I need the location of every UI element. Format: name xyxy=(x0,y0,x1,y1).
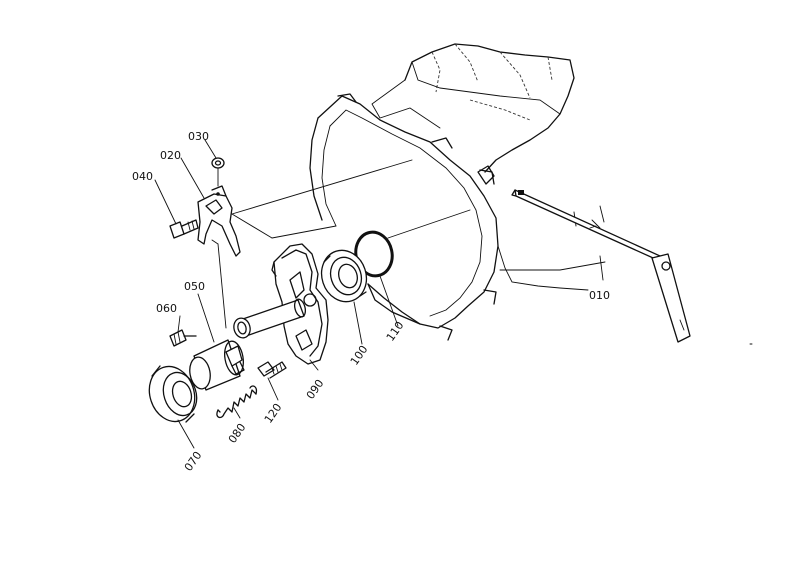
part-030-washer xyxy=(211,157,225,187)
part-010-clutch-lever xyxy=(477,165,753,345)
part-120-bolt xyxy=(257,361,287,379)
label-070: 070 xyxy=(182,449,205,474)
label-030: 030 xyxy=(188,130,209,143)
part-labels: 010 020 030 040 050 060 070 080 090 100 … xyxy=(132,130,610,474)
label-090: 090 xyxy=(304,377,327,402)
label-020: 020 xyxy=(160,149,181,162)
label-120: 120 xyxy=(262,401,285,426)
part-050-shift-collar xyxy=(189,339,245,391)
part-070-flange xyxy=(148,365,198,423)
label-040: 040 xyxy=(132,170,153,183)
label-060: 060 xyxy=(156,302,177,315)
part-060-grease-fitting xyxy=(169,329,197,347)
part-080-spring xyxy=(216,385,258,419)
label-110: 110 xyxy=(384,319,407,344)
label-010: 010 xyxy=(589,289,610,302)
part-100-release-bearing xyxy=(320,249,368,303)
label-080: 080 xyxy=(226,421,249,446)
assembly-axis-lines xyxy=(211,159,471,329)
label-leader-lines xyxy=(154,139,604,449)
part-090-release-hub xyxy=(233,243,329,365)
label-050: 050 xyxy=(184,280,205,293)
part-020-shift-fork xyxy=(197,185,241,257)
label-100: 100 xyxy=(348,343,371,368)
part-040-bolt xyxy=(169,219,199,239)
